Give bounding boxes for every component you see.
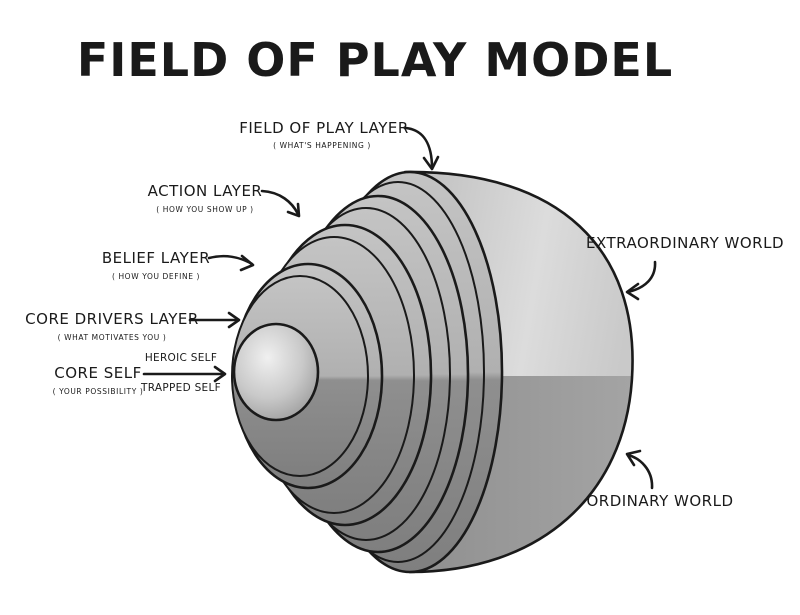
core-self-arrow [142,365,227,383]
field-of-play-arrow [404,126,440,171]
ordinary-world-arrow [625,449,654,490]
svg-text:ORDINARY WORLD: ORDINARY WORLD [586,492,733,510]
svg-text:( YOUR POSSIBILITY ): ( YOUR POSSIBILITY ) [53,387,144,396]
svg-text:CORE DRIVERS LAYER: CORE DRIVERS LAYER [25,310,199,328]
field-of-play-label: FIELD OF PLAY LAYER ( WHAT'S HAPPENING ) [239,119,409,150]
action-layer-arrow [260,189,301,218]
svg-text:BELIEF LAYER: BELIEF LAYER [102,249,210,267]
trapped-self-label: TRAPPED SELF [140,382,221,394]
svg-text:FIELD OF PLAY LAYER: FIELD OF PLAY LAYER [239,119,409,137]
belief-layer-label: BELIEF LAYER ( HOW YOU DEFINE ) [102,249,210,281]
svg-text:ACTION LAYER: ACTION LAYER [148,182,263,200]
belief-layer-arrow [207,254,255,272]
page-title: FIELD OF PLAY MODEL [77,33,673,87]
svg-text:( WHAT MOTIVATES YOU ): ( WHAT MOTIVATES YOU ) [58,333,167,342]
svg-text:( HOW YOU SHOW UP ): ( HOW YOU SHOW UP ) [156,205,253,214]
action-layer-label: ACTION LAYER ( HOW YOU SHOW UP ) [148,182,263,214]
core-drivers-label: CORE DRIVERS LAYER ( WHAT MOTIVATES YOU … [25,310,199,342]
svg-text:( WHAT'S HAPPENING ): ( WHAT'S HAPPENING ) [273,141,371,150]
extraordinary-world-label: EXTRAORDINARY WORLD [586,234,784,252]
svg-text:( HOW YOU DEFINE ): ( HOW YOU DEFINE ) [112,272,200,281]
heroic-self-label: HEROIC SELF [145,352,217,364]
ordinary-world-label: ORDINARY WORLD [586,492,733,510]
svg-text:CORE SELF: CORE SELF [54,364,141,382]
svg-text:EXTRAORDINARY WORLD: EXTRAORDINARY WORLD [586,234,784,252]
extraordinary-world-arrow [625,260,657,301]
core-self-label: CORE SELF ( YOUR POSSIBILITY ) HEROIC SE… [53,352,221,396]
core-drivers-arrow [188,311,241,329]
core-self-sphere [232,322,320,422]
